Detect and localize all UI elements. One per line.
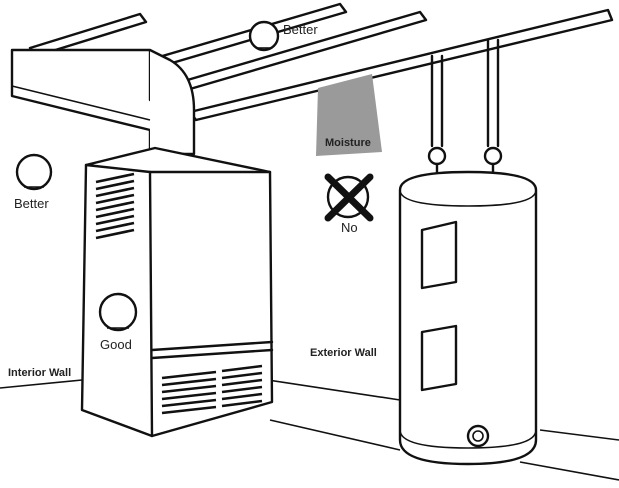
detector-left-better [15,153,53,191]
label-exterior-wall: Exterior Wall [310,347,377,359]
air-duct [10,48,196,156]
label-good: Good [100,337,132,352]
detector-no [324,173,374,222]
water-heater [398,170,538,466]
ceiling-joists [28,2,614,122]
furnace [80,146,274,438]
label-better-top: Better [283,22,318,37]
label-moisture: Moisture [325,137,371,149]
wall-lines [0,379,619,481]
prohibited-x-icon [324,173,374,222]
detector-top-better [248,20,280,52]
furnace-lower-vents [161,364,263,415]
label-interior-wall: Interior Wall [8,367,71,379]
furnace-upper-vents [95,172,135,240]
label-no: No [341,220,358,235]
smoke-detector-icon [248,20,280,52]
smoke-detector-icon [15,153,53,191]
water-heater-pipes [427,38,503,178]
smoke-detector-icon [98,292,138,332]
detector-good [98,292,138,332]
moisture-plume [316,74,382,156]
label-better-left: Better [14,196,49,211]
